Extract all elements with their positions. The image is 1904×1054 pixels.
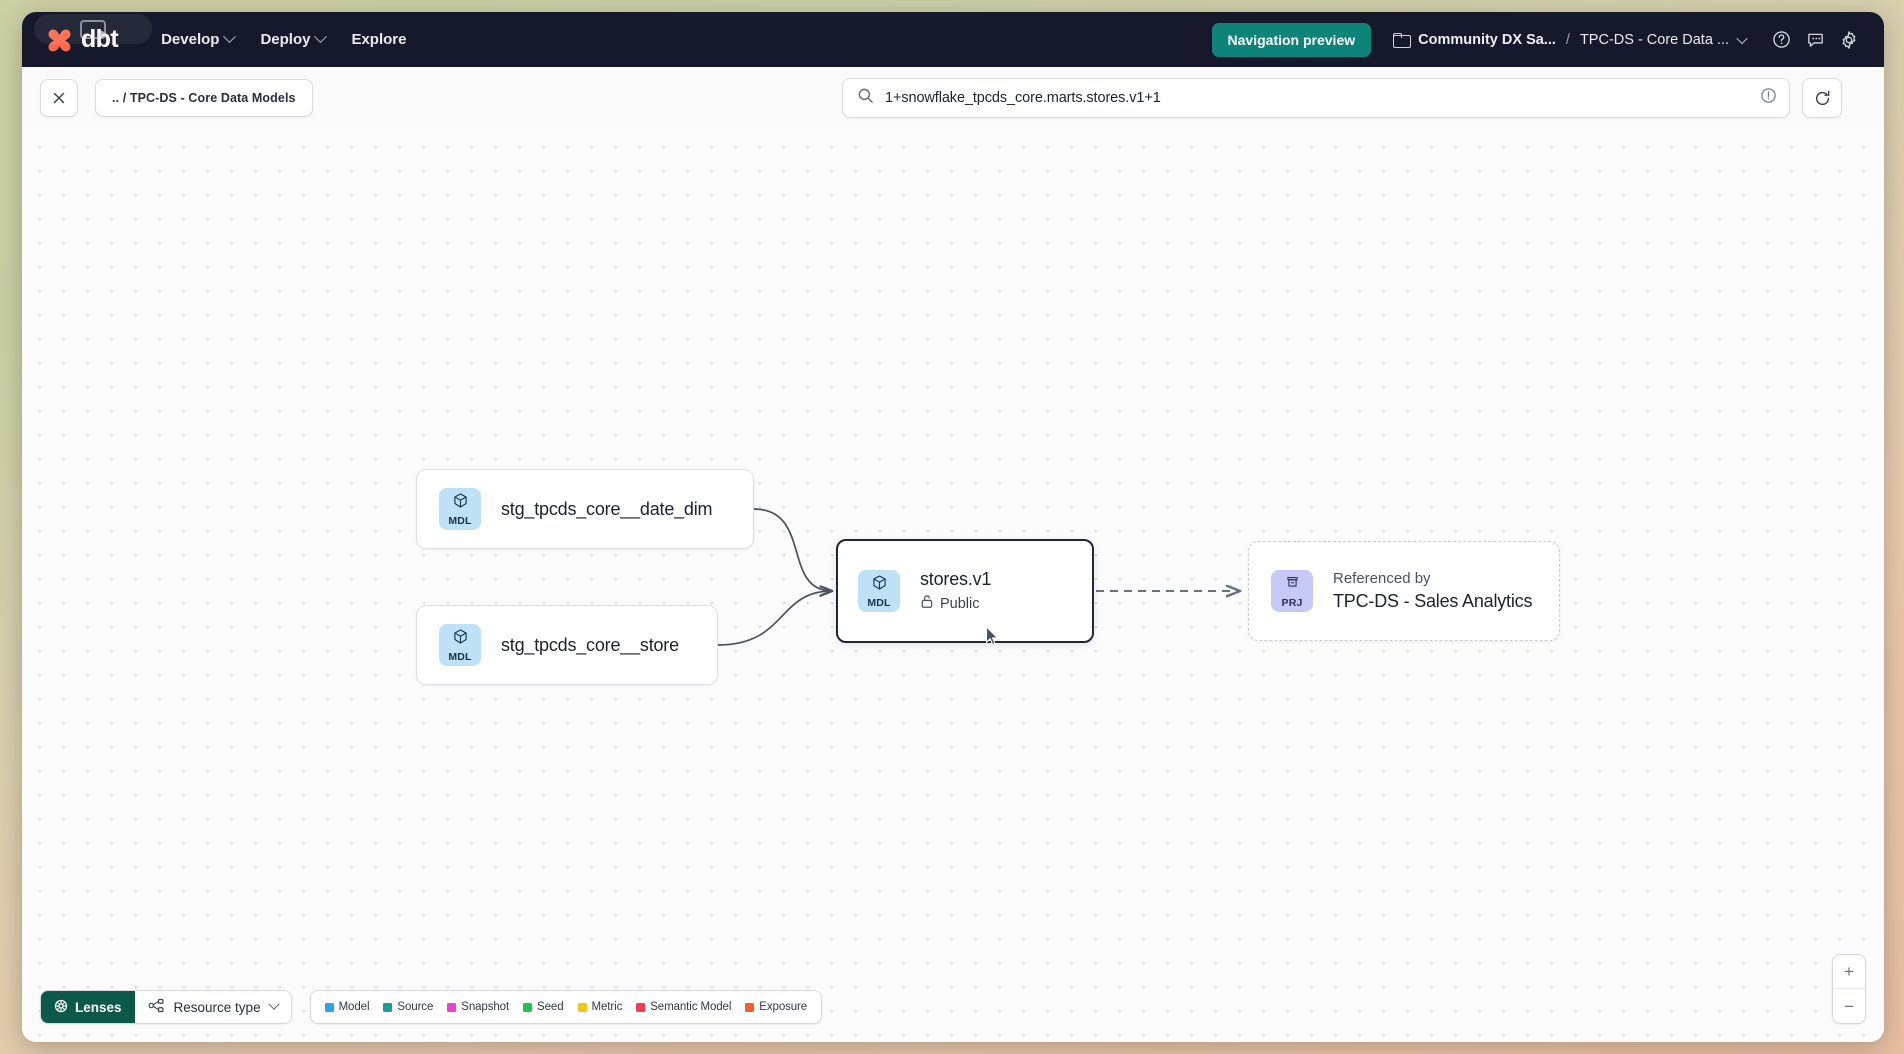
lenses-button[interactable]: Lenses (41, 991, 135, 1023)
badge-mdl: MDL (439, 624, 481, 666)
search-area (842, 78, 1842, 118)
breadcrumb-separator: / (1565, 31, 1570, 48)
lineage-edges (717, 508, 1884, 646)
dbt-brand[interactable]: dbt (44, 25, 119, 55)
legend-item-snapshot: Snapshot (447, 1001, 509, 1013)
nav-item-deploy-label: Deploy (260, 31, 311, 48)
lineage-toolbar: .. / TPC-DS - Core Data Models (22, 67, 1884, 129)
nav-item-explore-label: Explore (351, 31, 407, 48)
cube-icon (871, 574, 888, 596)
navigation-preview-button[interactable]: Navigation preview (1211, 22, 1372, 57)
feedback-icon[interactable] (1800, 25, 1830, 55)
badge-label: MDL (867, 596, 891, 609)
nodes-icon (148, 998, 165, 1016)
nav-item-develop-label: Develop (161, 31, 220, 48)
gear-icon[interactable] (1834, 25, 1864, 55)
lenses-label: Lenses (75, 999, 122, 1015)
lineage-bottom-bar: Lenses Resource type (40, 990, 823, 1024)
legend-swatch-model (324, 1002, 334, 1012)
breadcrumb-project[interactable]: TPC-DS - Core Data ... (1579, 31, 1729, 48)
chevron-down-icon[interactable] (1736, 32, 1748, 44)
badge-mdl: MDL (858, 570, 900, 612)
legend-item-source: Source (383, 1001, 433, 1013)
chevron-down-icon (314, 30, 328, 44)
badge-label: PRJ (1281, 596, 1303, 609)
legend-label-model: Model (338, 1001, 370, 1013)
search-box[interactable] (842, 78, 1790, 118)
edge-date-dim-to-stores (753, 508, 832, 591)
nav-item-develop[interactable]: Develop (148, 24, 247, 55)
node-access-row: Public (920, 594, 991, 613)
legend-label-source: Source (397, 1001, 434, 1013)
badge-label: MDL (448, 514, 472, 527)
info-circle-icon[interactable] (1760, 87, 1777, 109)
unlock-icon (920, 594, 934, 613)
legend-label-exposure: Exposure (759, 1001, 808, 1013)
edge-store-to-stores (717, 591, 832, 646)
legend-item-exposure: Exposure (745, 1001, 807, 1013)
node-title: TPC-DS - Sales Analytics (1333, 591, 1533, 612)
lineage-canvas[interactable]: MDL stg_tpcds_core__date_dim MDL stg_tpc… (22, 129, 1884, 1042)
lens-icon (54, 999, 68, 1016)
graph-node-model-store[interactable]: MDL stg_tpcds_core__store (416, 605, 718, 685)
node-kicker: Referenced by (1333, 569, 1431, 587)
search-icon (857, 87, 874, 109)
legend-label-metric: Metric (591, 1001, 623, 1013)
lineage-search-input[interactable] (885, 90, 1749, 106)
legend-label-snapshot: Snapshot (461, 1001, 510, 1013)
badge-prj: PRJ (1271, 570, 1313, 612)
resource-type-label: Resource type (173, 999, 261, 1015)
graph-node-project-referenced-by[interactable]: PRJ Referenced by TPC-DS - Sales Analyti… (1248, 541, 1560, 641)
node-title: stores.v1 (920, 569, 992, 589)
cube-icon (452, 628, 469, 650)
nav-item-deploy[interactable]: Deploy (247, 24, 338, 55)
legend-swatch-exposure (745, 1002, 755, 1012)
folder-icon (1393, 33, 1412, 48)
legend-swatch-semantic-model (636, 1002, 646, 1012)
lens-control-group: Lenses Resource type (40, 990, 292, 1024)
legend-swatch-metric (577, 1002, 587, 1012)
badge-mdl: MDL (439, 488, 481, 530)
resource-type-dropdown[interactable]: Resource type (134, 991, 291, 1023)
node-title: stg_tpcds_core__store (501, 634, 679, 655)
close-lineage-button[interactable] (40, 79, 78, 117)
node-text: stores.v1 Public (920, 569, 991, 613)
chevron-down-icon (223, 30, 237, 44)
zoom-in-button[interactable]: + (1833, 955, 1865, 989)
node-text: stg_tpcds_core__store (501, 635, 679, 656)
dbt-logo-icon (44, 25, 74, 55)
window-icon (80, 19, 106, 39)
legend-label-seed: Seed (537, 1001, 564, 1013)
app-window: dbt Develop Deploy Explore Navigation pr… (22, 12, 1884, 1042)
help-circle-icon[interactable] (1766, 25, 1796, 55)
node-text: stg_tpcds_core__date_dim (501, 498, 713, 520)
zoom-out-button[interactable]: − (1844, 996, 1854, 1016)
cube-icon (452, 492, 469, 514)
node-title: stg_tpcds_core__date_dim (501, 498, 713, 519)
legend-label-semantic-model: Semantic Model (650, 1001, 732, 1013)
project-breadcrumb-chip[interactable]: .. / TPC-DS - Core Data Models (95, 79, 313, 117)
graph-node-model-stores-v1[interactable]: MDL stores.v1 Public (836, 539, 1094, 643)
legend-item-metric: Metric (577, 1001, 623, 1013)
breadcrumb-account[interactable]: Community DX Sa... (1418, 31, 1556, 48)
zoom-controls: + − (1832, 954, 1866, 1024)
node-access-label: Public (940, 595, 980, 612)
badge-label: MDL (448, 650, 472, 663)
chevron-down-icon (267, 998, 280, 1010)
window-chrome-nub (34, 14, 152, 44)
breadcrumb: Community DX Sa... / TPC-DS - Core Data … (1393, 31, 1748, 48)
legend-item-seed: Seed (523, 1001, 564, 1013)
refresh-button[interactable] (1802, 78, 1842, 118)
legend-swatch-source (383, 1002, 393, 1012)
project-stack-icon (1284, 574, 1301, 596)
nav-item-explore[interactable]: Explore (338, 24, 419, 55)
legend-swatch-snapshot (447, 1002, 457, 1012)
graph-node-model-date-dim[interactable]: MDL stg_tpcds_core__date_dim (416, 469, 754, 549)
legend-item-model: Model (324, 1001, 370, 1013)
node-text: Referenced by TPC-DS - Sales Analytics (1333, 570, 1532, 612)
legend-swatch-seed (523, 1002, 533, 1012)
legend-item-semantic-model: Semantic Model (636, 1001, 731, 1013)
resource-type-legend: Model Source Snapshot Seed Metric (309, 990, 823, 1024)
top-navigation-bar: dbt Develop Deploy Explore Navigation pr… (22, 12, 1884, 67)
